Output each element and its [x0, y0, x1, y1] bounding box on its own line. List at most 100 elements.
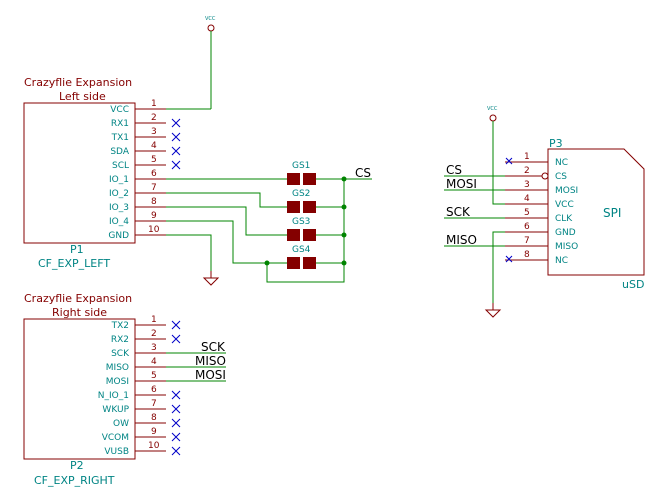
p3-pin-name: CS	[555, 172, 567, 182]
p2-value: CF_EXP_RIGHT	[34, 474, 115, 487]
p1-pin-name: IO_1	[109, 175, 129, 185]
p2-pin-9: 9 VCOM	[102, 427, 166, 443]
p1-pin-7: 7 IO_2	[109, 183, 166, 199]
p2-pin-1: 1 TX2	[111, 315, 166, 331]
p3-pin-5: 5 CLK	[505, 208, 573, 224]
p1-pin-number: 7	[151, 183, 157, 193]
p2-pin-7: 7 WKUP	[102, 399, 166, 415]
p1-no-connect-markers	[171, 118, 181, 170]
connector-p3-usd[interactable]: P3 uSD SPI 1 NC 2 CS 3 MOSI 4 VCC 5 CLK	[505, 137, 645, 291]
p1-pin-number: 10	[148, 225, 160, 235]
p1-pin-number: 8	[151, 197, 157, 207]
connector-p2[interactable]: Crazyflie Expansion Right side 1 TX2 2 R…	[23, 292, 166, 487]
p1-pin-4: 4 SDA	[110, 141, 166, 157]
p2-pin-name: VCOM	[102, 433, 129, 443]
p3-pin-name: CLK	[555, 214, 573, 224]
p1-pin-name: VCC	[110, 105, 129, 115]
cs-bus: CS	[264, 166, 372, 266]
solder-jumper-gs2[interactable]: GS2	[287, 189, 316, 213]
p2-pin-number: 5	[151, 371, 157, 381]
connector-p1[interactable]: Crazyflie Expansion Left side 1 VCC 2 RX…	[23, 76, 166, 270]
p2-title: Crazyflie Expansion	[24, 292, 132, 305]
p3-pin-name: MOSI	[555, 186, 578, 196]
no-connect-icon	[171, 404, 181, 414]
jumper-pad	[287, 201, 300, 213]
p2-pin-name: TX2	[111, 321, 129, 331]
solder-jumper-gs4[interactable]: GS4	[287, 245, 316, 269]
no-connect-icon	[505, 255, 513, 263]
jumper-label: GS4	[292, 245, 311, 255]
junction-dot	[264, 260, 270, 266]
p2-pin-3: 3 SCK	[111, 343, 166, 359]
p1-pin-name: IO_4	[109, 217, 129, 227]
p1-pin-name: RX1	[111, 119, 129, 129]
p3-pin-number: 7	[524, 236, 530, 246]
p1-pin-number: 1	[151, 99, 157, 109]
power-pin-icon	[489, 114, 497, 122]
p1-pin-name: SDA	[110, 147, 129, 157]
p3-pin-7: 7 MISO	[505, 236, 578, 252]
no-connect-icon	[171, 418, 181, 428]
p1-pin-name: GND	[108, 231, 129, 241]
p2-pin-number: 10	[148, 441, 160, 451]
solder-jumper-gs1[interactable]: GS1	[287, 161, 316, 185]
solder-jumper-gs3[interactable]: GS3	[287, 217, 316, 241]
p1-pin-name: TX1	[111, 133, 129, 143]
p1-pin-number: 6	[151, 169, 157, 179]
p3-pin-1: 1 NC	[505, 152, 568, 168]
p3-pin-8: 8 NC	[505, 250, 568, 266]
vcc-label: VCC	[205, 16, 216, 22]
p1-pin-number: 5	[151, 155, 157, 165]
p1-subtitle: Left side	[59, 90, 106, 103]
no-connect-icon	[171, 334, 181, 344]
p2-pin-number: 8	[151, 413, 157, 423]
jumper-pad	[303, 257, 316, 269]
p1-pin-name: IO_3	[109, 203, 129, 213]
p3-pin-number: 8	[524, 250, 530, 260]
p3-pin-number: 5	[524, 208, 530, 218]
vcc-power-symbol-p3: VCC	[487, 106, 505, 205]
p2-pin-4: 4 MISO	[106, 357, 166, 373]
p1-value: CF_EXP_LEFT	[38, 257, 110, 270]
p3-spi-label: SPI	[603, 206, 621, 220]
p1-pin-number: 2	[151, 113, 157, 123]
no-connect-icon	[171, 146, 181, 156]
net-label-cs: CS	[355, 166, 371, 180]
p1-pin-3: 3 TX1	[111, 127, 166, 143]
p2-pin-number: 6	[151, 385, 157, 395]
p2-pin-name: OW	[113, 419, 129, 429]
vcc-label: VCC	[487, 106, 498, 112]
p3-pin-name: MISO	[555, 242, 578, 252]
net-label-sck: SCK	[446, 205, 471, 219]
p3-pin-number: 3	[524, 180, 530, 190]
p3-no-connect-markers	[505, 157, 513, 263]
p2-pin-name: MISO	[106, 363, 129, 373]
p1-pin-9: 9 IO_4	[109, 211, 166, 227]
p2-pin-name: RX2	[111, 335, 129, 345]
p1-pin-number: 9	[151, 211, 157, 221]
jumper-pad	[287, 257, 300, 269]
p1-pin-8: 8 IO_3	[109, 197, 166, 213]
p3-body	[547, 148, 645, 276]
p2-pin-2: 2 RX2	[111, 329, 166, 345]
p3-pin-6: 6 GND	[505, 222, 576, 238]
p2-pin-5: 5 MOSI	[106, 371, 166, 387]
jumper-pad	[303, 201, 316, 213]
io-wires	[166, 178, 345, 283]
no-connect-icon	[171, 160, 181, 170]
p2-pin-number: 2	[151, 329, 157, 339]
p3-ref: P3	[549, 137, 563, 150]
p1-pin-2: 2 RX1	[111, 113, 166, 129]
no-connect-icon	[171, 390, 181, 400]
p3-pin-number: 6	[524, 222, 530, 232]
net-label-miso: MISO	[446, 233, 477, 247]
p1-title: Crazyflie Expansion	[24, 76, 132, 89]
p2-pin-number: 7	[151, 399, 157, 409]
jumper-label: GS3	[292, 217, 310, 227]
p2-pin-name: SCK	[111, 349, 130, 359]
net-label-miso: MISO	[195, 354, 226, 368]
p2-body	[23, 318, 136, 460]
p2-pin-name: VUSB	[104, 447, 129, 457]
p1-body	[23, 102, 136, 244]
junction-dot	[341, 204, 347, 210]
